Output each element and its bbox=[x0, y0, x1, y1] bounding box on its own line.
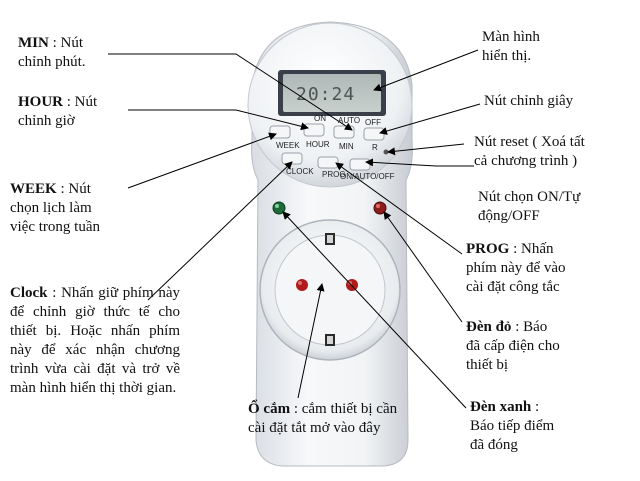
green-led bbox=[272, 201, 286, 215]
red-led bbox=[373, 201, 387, 215]
label-hour-name: HOUR bbox=[18, 94, 63, 110]
socket-outlet bbox=[259, 219, 401, 361]
label-green-led-name: Đèn xanh bbox=[470, 399, 532, 415]
label-prog-name: PROG bbox=[466, 241, 510, 257]
label-green-led-line3: đã đóng bbox=[470, 437, 518, 453]
label-green-led: Đèn xanh : Báo tiếp điểm đã đóng bbox=[470, 398, 554, 455]
label-min-line2: chỉnh phút. bbox=[18, 54, 86, 70]
label-week-name: WEEK bbox=[10, 181, 57, 197]
label-seconds: Nút chỉnh giây bbox=[484, 92, 573, 111]
week-label: WEEK bbox=[276, 141, 300, 150]
lcd-reading: 20:24 bbox=[296, 84, 355, 105]
week-button[interactable] bbox=[269, 125, 291, 139]
label-reset-line1: Nút reset ( Xoá tất bbox=[474, 134, 585, 150]
seconds-button[interactable] bbox=[363, 127, 385, 141]
label-seconds-text: Nút chỉnh giây bbox=[484, 93, 574, 109]
reset-label: R bbox=[372, 143, 378, 152]
label-display-line2: hiển thị. bbox=[482, 48, 532, 64]
label-min: MIN : Nút chỉnh phút. bbox=[18, 34, 86, 72]
min-button[interactable] bbox=[333, 125, 355, 139]
lcd-display: 20:24 bbox=[278, 70, 386, 116]
label-onoff: Nút chọn ON/Tự động/OFF bbox=[478, 188, 580, 226]
label-red-led-name: Đèn đỏ bbox=[466, 319, 512, 335]
label-clock-text: : Nhấn giữ phím này để chỉnh giờ thức tế… bbox=[10, 285, 180, 396]
on-auto-off-label: ON/AUTO/OFF bbox=[340, 172, 395, 181]
label-min-name: MIN bbox=[18, 35, 49, 51]
label-hour-line2: chỉnh giờ bbox=[18, 113, 75, 129]
label-onoff-line1: Nút chọn ON/Tự bbox=[478, 189, 581, 205]
label-red-led-text: : Báo bbox=[511, 319, 548, 335]
label-week: WEEK : Nút chọn lịch làm việc trong tuần bbox=[10, 180, 100, 237]
on-label: ON bbox=[314, 114, 326, 123]
off-label: OFF bbox=[365, 118, 381, 127]
label-socket: Ổ cắm : cắm thiết bị cần cài đặt tắt mở … bbox=[248, 400, 400, 438]
label-green-led-line2: Báo tiếp điểm bbox=[470, 418, 555, 434]
label-display-line1: Màn hình bbox=[482, 29, 540, 45]
reset-hole[interactable] bbox=[383, 149, 389, 155]
label-display: Màn hình hiển thị. bbox=[482, 28, 540, 66]
clock-button[interactable] bbox=[281, 152, 303, 165]
auto-label: AUTO bbox=[338, 116, 360, 125]
label-clock: Clock : Nhấn giữ phím này để chỉnh giờ t… bbox=[10, 284, 180, 398]
label-red-led-line3: thiết bị bbox=[466, 357, 509, 373]
label-reset: Nút reset ( Xoá tất cả chương trình ) bbox=[474, 133, 585, 171]
label-green-led-text: : bbox=[531, 399, 540, 415]
label-prog: PROG : Nhấn phím này để vào cài đặt công… bbox=[466, 240, 566, 297]
hour-label: HOUR bbox=[306, 140, 330, 149]
min-label: MIN bbox=[339, 142, 354, 151]
label-reset-line2: cả chương trình ) bbox=[474, 153, 578, 169]
label-socket-name: Ổ cắm bbox=[248, 401, 291, 417]
label-min-text: : Nút bbox=[48, 35, 83, 51]
label-prog-line2: phím này để vào bbox=[466, 260, 566, 276]
label-red-led-line2: đã cấp điện cho bbox=[466, 338, 560, 354]
label-hour-text: : Nút bbox=[63, 94, 98, 110]
label-socket-text: : cắm thiết bị cần cài đặt tắt mở vào đâ… bbox=[248, 401, 398, 436]
clock-label: CLOCK bbox=[286, 167, 314, 176]
label-prog-line3: cài đặt công tắc bbox=[466, 279, 560, 295]
label-week-line3: việc trong tuần bbox=[10, 219, 100, 235]
prog-label: PROG bbox=[322, 170, 346, 179]
label-hour: HOUR : Nút chỉnh giờ bbox=[18, 93, 97, 131]
on-auto-off-button[interactable] bbox=[349, 158, 371, 171]
label-clock-name: Clock bbox=[10, 285, 48, 301]
label-red-led: Đèn đỏ : Báo đã cấp điện cho thiết bị bbox=[466, 318, 560, 375]
hour-button[interactable] bbox=[303, 123, 325, 137]
label-week-text: : Nút bbox=[56, 181, 91, 197]
prog-button[interactable] bbox=[317, 156, 339, 169]
label-week-line2: chọn lịch làm bbox=[10, 200, 92, 216]
label-prog-text: : Nhấn bbox=[509, 241, 554, 257]
label-onoff-line2: động/OFF bbox=[478, 208, 540, 224]
